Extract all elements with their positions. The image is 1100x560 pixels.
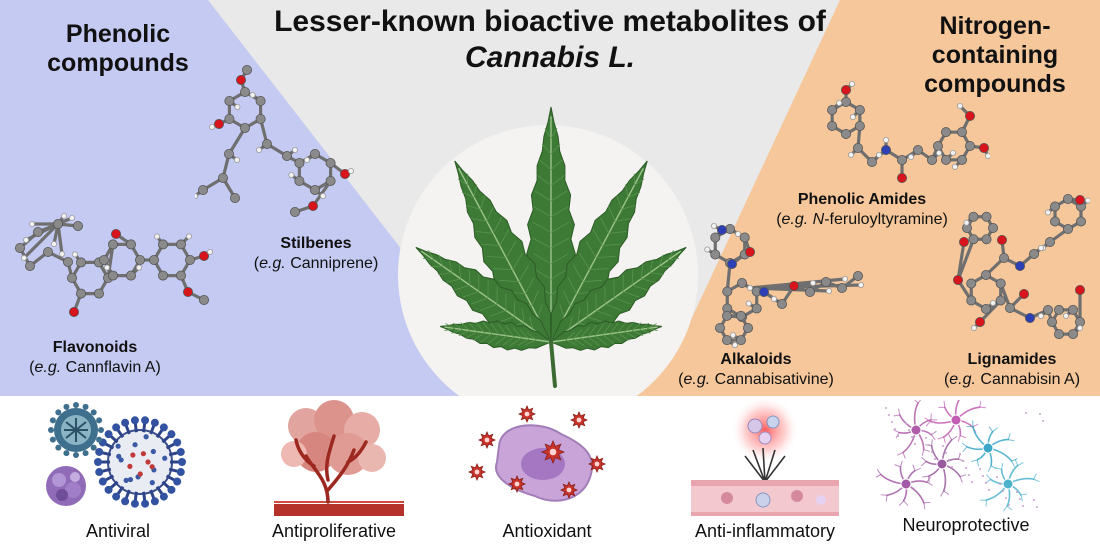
flavonoids-eg: e.g. [34,359,62,376]
activity-label-antiviral: Antiviral [85,521,151,541]
alkaloid-molecule-icon [704,222,864,349]
cell-radical-icon [467,404,607,502]
inflammation-icon [691,400,839,516]
stilbenes-example: Canniprene [290,255,373,272]
activity-antiviral: Antiviral [28,400,208,555]
phenolic-amides-label: Phenolic Amides (e.g. N-feruloyltyramine… [758,190,966,230]
alkaloids-eg: e.g. [683,371,711,388]
activity-anti-inflammatory: Anti-inflammatory [675,400,855,555]
phenolic-amides-example: -feruloyltyramine [824,211,943,228]
phenolic-amides-eg: e.g. [781,211,809,228]
activity-antioxidant: Antioxidant [457,400,637,555]
nitrogen-heading: Nitrogen-containing compounds [924,12,1066,98]
lignamides-name: Lignamides [967,351,1057,368]
lignamides-example: Cannabisin A [980,371,1075,388]
virus-icon [46,402,186,508]
phenolic-heading: Phenolic compounds [47,20,189,77]
neuron-icon [876,400,1044,512]
stilbene-molecule-icon [195,65,354,217]
alkaloids-name: Alkaloids [720,351,792,368]
activity-label-anti-inflammatory: Anti-inflammatory [694,521,836,541]
stilbenes-eg: e.g. [259,255,286,272]
stilbenes-label: Stilbenes (e.g. Canniprene) [246,234,386,274]
stilbenes-name: Stilbenes [280,235,352,252]
phenolic-amide-molecule-icon [827,81,990,184]
activity-label-antiproliferative: Antiproliferative [271,521,397,541]
main-title: Lesser-known bioactive metabolites of Ca… [230,4,870,76]
activity-neuroprotective: Neuroprotective [876,400,1056,555]
phenolic-amides-name: Phenolic Amides [797,191,927,208]
activity-label-neuroprotective: Neuroprotective [902,515,1030,535]
title-line-1: Lesser-known bioactive metabolites of [274,5,826,38]
lignamides-label: Lignamides (e.g. Cannabisin A) [928,350,1096,390]
flavonoids-name: Flavonoids [52,339,138,356]
alkaloids-example: Cannabisativine [714,371,829,388]
lignamide-molecule-icon [952,194,1090,340]
lignamides-eg: e.g. [949,371,976,388]
flavonoids-label: Flavonoids (e.g. Cannflavin A) [10,338,180,378]
flavonoid-molecule-icon [15,213,213,318]
phenolic-amides-example-prefix: N [812,211,825,228]
phenolic-region [0,0,530,396]
tumor-icon [274,400,404,516]
activity-antiproliferative: Antiproliferative [244,400,424,555]
title-line-2: Cannabis L. [464,41,636,74]
cannabis-leaf-icon [415,106,687,388]
flavonoids-example: Cannflavin A [65,359,156,376]
activity-label-antioxidant: Antioxidant [502,521,592,541]
alkaloids-label: Alkaloids (e.g. Cannabisativine) [658,350,854,390]
